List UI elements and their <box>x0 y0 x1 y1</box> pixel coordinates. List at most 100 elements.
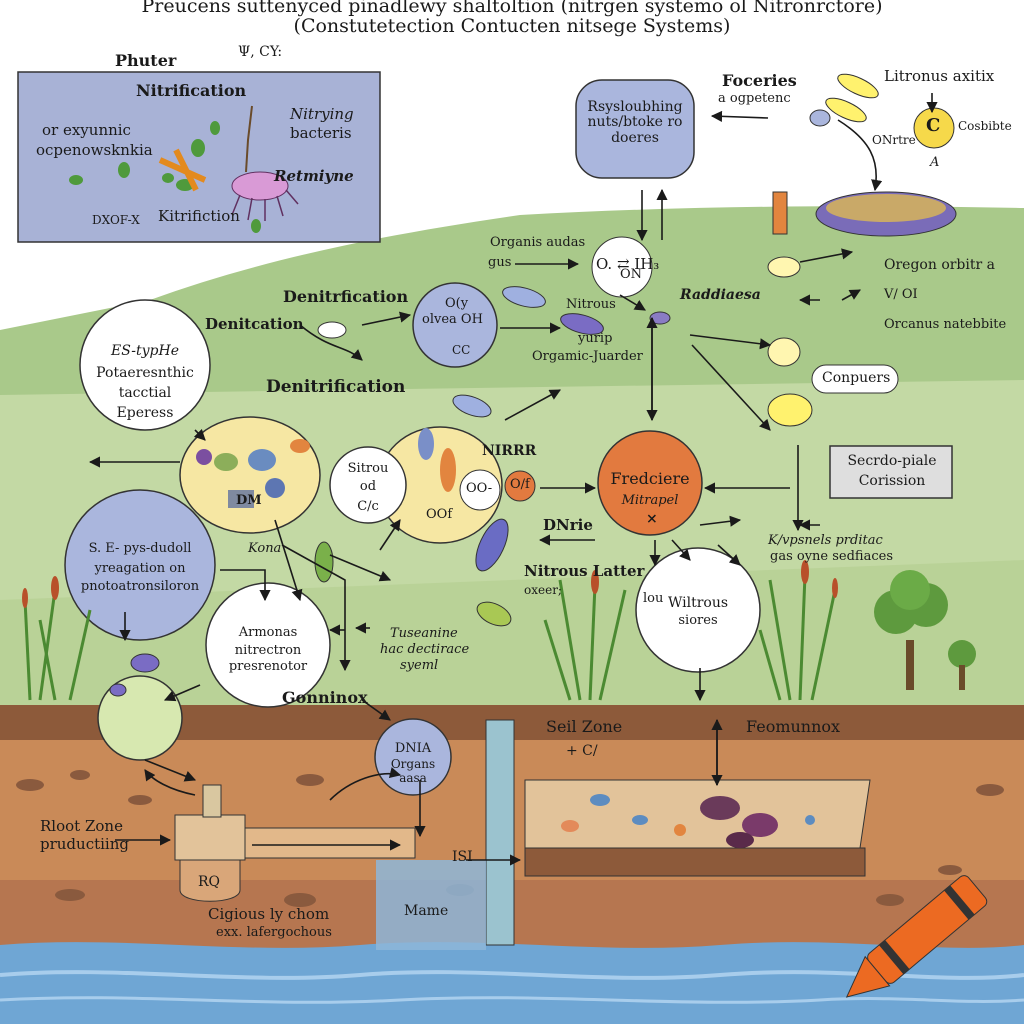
yellow-cell-left <box>179 416 321 534</box>
inset-scribble: DXOF-X <box>92 213 140 227</box>
tuseanline-text-1: Tuseanine <box>390 626 458 641</box>
armonas-text-2: nitrectron <box>234 643 302 658</box>
composers-label: Conpuers <box>822 370 891 386</box>
denitcation-label: Denitcation <box>205 315 304 333</box>
diagram-subtitle: (Constutetection Contucten nitsege Syste… <box>293 15 731 37</box>
secondo-text-2: Corission <box>858 473 926 489</box>
sd-circle-text-2: yreagation on <box>94 561 186 576</box>
armonas-bubble <box>205 582 331 708</box>
nitrous-text-3: Orgamic-Juarder <box>532 349 643 364</box>
water-wave <box>0 996 1024 1004</box>
on-formula-top: O. ⇄ IH₃ <box>596 255 660 273</box>
secondo-box <box>829 445 953 499</box>
oof-label: OOf <box>426 507 453 522</box>
k-gases-text-2: gas oyne sedfiaces <box>770 549 893 564</box>
es-type-bubble <box>79 299 211 431</box>
cigious-label-2: exx. lafergochous <box>216 925 332 940</box>
water-channel <box>376 860 486 950</box>
inset-stem <box>245 105 253 173</box>
raddiaesa-label: Raddiaesa <box>680 287 761 303</box>
gonninox-label: Gonninox <box>282 688 368 707</box>
sitrou-text-1: Sitrou <box>347 461 389 476</box>
crayon <box>845 875 988 998</box>
flow-arrows <box>88 93 938 866</box>
oyol-text-1: O(y <box>445 296 469 311</box>
es-type-text-4: Eperess <box>116 405 174 421</box>
of-bubble <box>504 470 536 502</box>
isi-label: ISI <box>452 849 473 865</box>
nitrous-text-1: Nitrous <box>566 297 616 312</box>
oyol-text-2: olvea OH <box>422 312 483 327</box>
organelle <box>214 453 238 471</box>
inset-orange-arrows <box>158 148 207 192</box>
nitrous-latter-label: Nitrous Latter <box>524 562 645 580</box>
organelle <box>196 449 212 465</box>
nitrous-text-2: yurip <box>578 331 613 346</box>
armonas-text-3: presrenotor <box>228 659 308 674</box>
armonas-text-1: Armonas <box>238 625 298 640</box>
es-type-text-1: ES-typHe <box>110 343 180 359</box>
soil-block-particles <box>561 794 815 848</box>
foceries-label: Foceries <box>722 71 797 90</box>
vi-on-label: V/ OI <box>884 287 918 302</box>
inset-nitrification-label: Nitrification <box>136 81 247 100</box>
es-type-text-2: Potaeresnthic <box>96 365 194 381</box>
denitrification-label-2: Denitrification <box>266 377 406 397</box>
c-circle-letter: C <box>926 115 941 136</box>
resp-box-text: Rsysloubhing nuts/btoke ro doeres <box>587 99 683 146</box>
inset-retmiyne-label: Retmiyne <box>274 167 354 185</box>
inset-kitrifiction-label: Kitrifiction <box>158 207 240 225</box>
orange-tube <box>772 191 788 235</box>
soil-block-front <box>524 847 866 877</box>
denitrification-label-1: Denitrfication <box>283 287 409 306</box>
sitrou-text-2: od <box>359 479 377 494</box>
plus-mark-label: + C/ <box>566 743 598 759</box>
k-gases-text-1: K/vpsnels prditac <box>768 533 883 548</box>
sitrou-bubble <box>329 446 407 524</box>
inset-bacteria-label: bacteris <box>290 124 352 142</box>
root-zone-label-2: pruductiing <box>40 835 129 853</box>
organic-gas-label-2: gus <box>488 255 512 270</box>
dnia-text-2: Organs <box>390 757 436 771</box>
sd-circle <box>64 489 216 641</box>
inset-panel <box>17 71 381 243</box>
organelle <box>228 490 254 508</box>
reed-plants <box>23 574 837 701</box>
diagram-title: Preucens suttenyced pinadlewy shaltoltio… <box>141 0 883 17</box>
witrous-text-1: Wiltrous <box>667 595 729 611</box>
inset-symbol: Ψ, CY: <box>238 44 283 60</box>
bacteria-cluster-circle <box>97 675 183 761</box>
on-formula-bottom: ON <box>620 267 643 282</box>
pipe-horizontal <box>244 827 416 859</box>
inset-heading: Phuter <box>115 51 177 70</box>
feonmunnox-label: Feomunnox <box>746 717 841 736</box>
inset-left-text-1: or exyunnic <box>42 121 131 139</box>
root-zone-label-1: Rloot Zone <box>40 817 123 835</box>
inset-left-text-2: ocpenowsknkia <box>36 141 153 159</box>
resp-box <box>575 79 695 179</box>
compost-bowl-surface <box>826 194 946 222</box>
dm-label: DM <box>236 493 262 508</box>
reed-seedheads <box>22 560 838 608</box>
well-post <box>202 784 222 818</box>
oregon-label-2: Orcanus natebbite <box>884 317 1007 332</box>
onrtre-label: ONrtre <box>872 133 916 147</box>
lou-label: lou <box>643 591 664 606</box>
organelle <box>440 448 456 492</box>
ogperiue-label: a ogpetenc <box>718 91 791 106</box>
dnia-text-3: aasa <box>399 771 427 785</box>
oyol-text-3: CC <box>452 343 471 357</box>
pipe-vertical <box>485 719 515 946</box>
organelle <box>290 439 310 453</box>
a-letter: A <box>930 155 940 170</box>
organelle <box>248 449 276 471</box>
freddiere-text-1: Fredciere <box>610 469 690 488</box>
freddiere-text-2: Mitrapel <box>621 493 679 508</box>
well-cap <box>174 814 246 861</box>
rq-label: RQ <box>198 874 221 890</box>
tree <box>874 570 976 690</box>
oo-label: OO- <box>466 481 493 496</box>
soil-zone-label: Seil Zone <box>546 717 623 736</box>
